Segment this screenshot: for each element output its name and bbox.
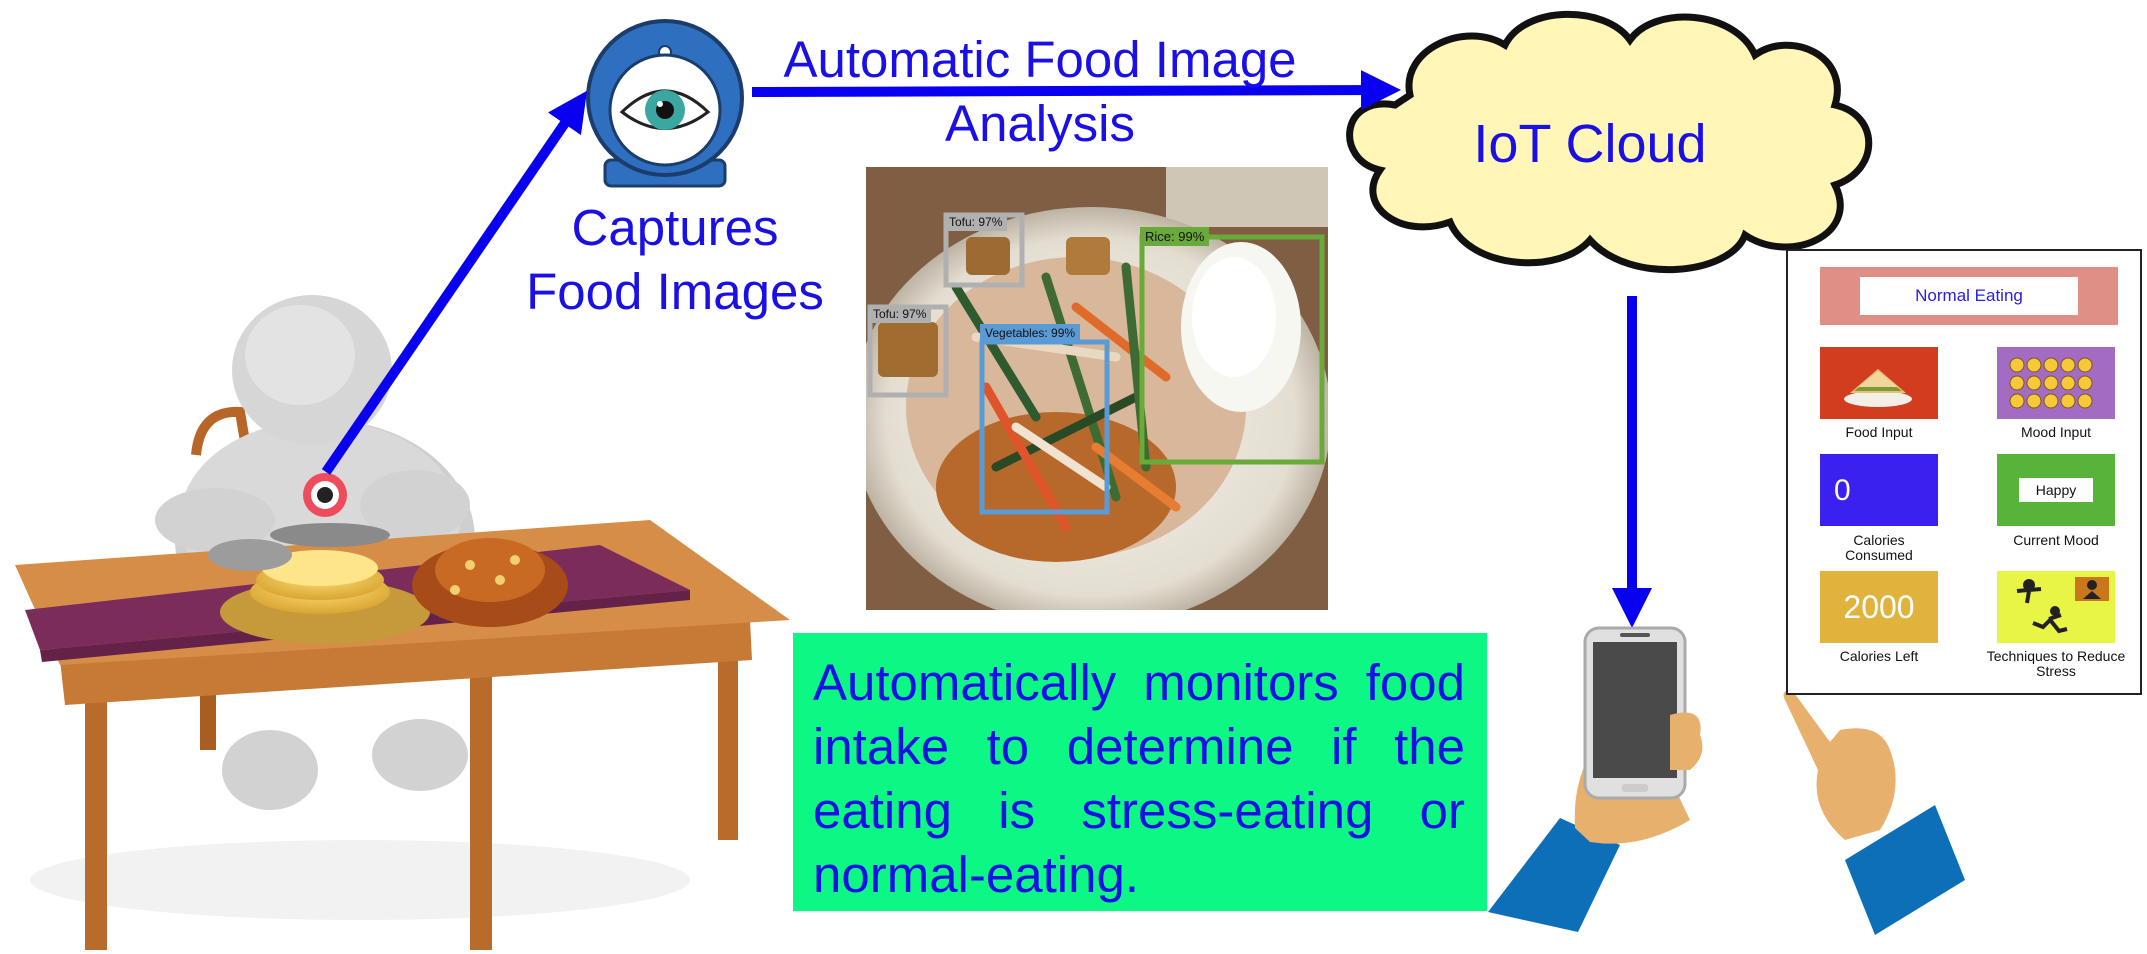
arrow-camera-to-cloud (751, 70, 1401, 111)
detection-label-rice: Rice: 99% (1140, 227, 1210, 246)
iot-cloud-shape (1346, 10, 1873, 274)
captures-label-line-2: Food Images (526, 263, 824, 320)
description-text: Automatically monitors food intake to de… (813, 654, 1465, 903)
automatic-analysis-label: Automatic Food Image Analysis (745, 28, 1335, 156)
emoji-grid-icon (2009, 357, 2093, 409)
calories-left-tile[interactable]: 2000 (1820, 571, 1938, 643)
app-header: Normal Eating (1820, 267, 2118, 325)
calories-consumed-value: 0 (1834, 474, 1851, 507)
analysis-label-line-2: Analysis (945, 95, 1135, 152)
flow-arrows (321, 70, 1652, 628)
current-mood-caption: Current Mood (2013, 532, 2099, 548)
smartphone-in-hand-illustration (1488, 626, 1703, 932)
mood-input-caption: Mood Input (2020, 424, 2092, 440)
detection-label-vegetables: Vegetables: 99% (980, 324, 1081, 342)
food-plate-image (866, 167, 1328, 610)
exercise-icon (2016, 577, 2109, 634)
current-mood-tile[interactable]: Happy (1997, 454, 2115, 526)
pointing-hand-illustration (1783, 690, 1965, 935)
detection-label-tofu-1: Tofu: 97% (944, 213, 1008, 231)
current-mood-value: Happy (2019, 478, 2093, 502)
detection-label-tofu-2: Tofu: 97% (868, 305, 932, 323)
sandwich-icon (1844, 369, 1912, 407)
food-input-caption: Food Input (1845, 424, 1913, 440)
person-at-table-illustration (15, 295, 790, 950)
reduce-stress-tile[interactable] (1997, 571, 2115, 643)
calories-consumed-tile[interactable]: 0 (1820, 454, 1938, 526)
food-detection-photo: Tofu: 97% Tofu: 97% Vegetables: 99% Rice… (866, 167, 1328, 610)
webcam-icon (586, 19, 744, 188)
captures-label-line-1: Captures (571, 199, 779, 256)
description-box: Automatically monitors food intake to de… (793, 633, 1487, 911)
app-screen-panel: Normal Eating Food Input Mood Input 0 Ca… (1786, 249, 2142, 695)
calories-left-value: 2000 (1843, 589, 1915, 625)
calories-left-caption: Calories Left (1839, 648, 1919, 664)
captures-food-images-label: Captures Food Images (500, 196, 850, 324)
calories-consumed-caption: Calories Consumed (1845, 532, 1913, 563)
arrow-person-to-camera (321, 90, 588, 475)
analysis-label-line-1: Automatic Food Image (783, 31, 1297, 88)
reduce-stress-caption: Techniques to Reduce Stress (1986, 648, 2126, 679)
app-status-title: Normal Eating (1860, 277, 2078, 315)
mood-input-tile[interactable] (1997, 347, 2115, 419)
iot-cloud-label: IoT Cloud (1473, 114, 1707, 174)
food-input-tile[interactable] (1820, 347, 1938, 419)
